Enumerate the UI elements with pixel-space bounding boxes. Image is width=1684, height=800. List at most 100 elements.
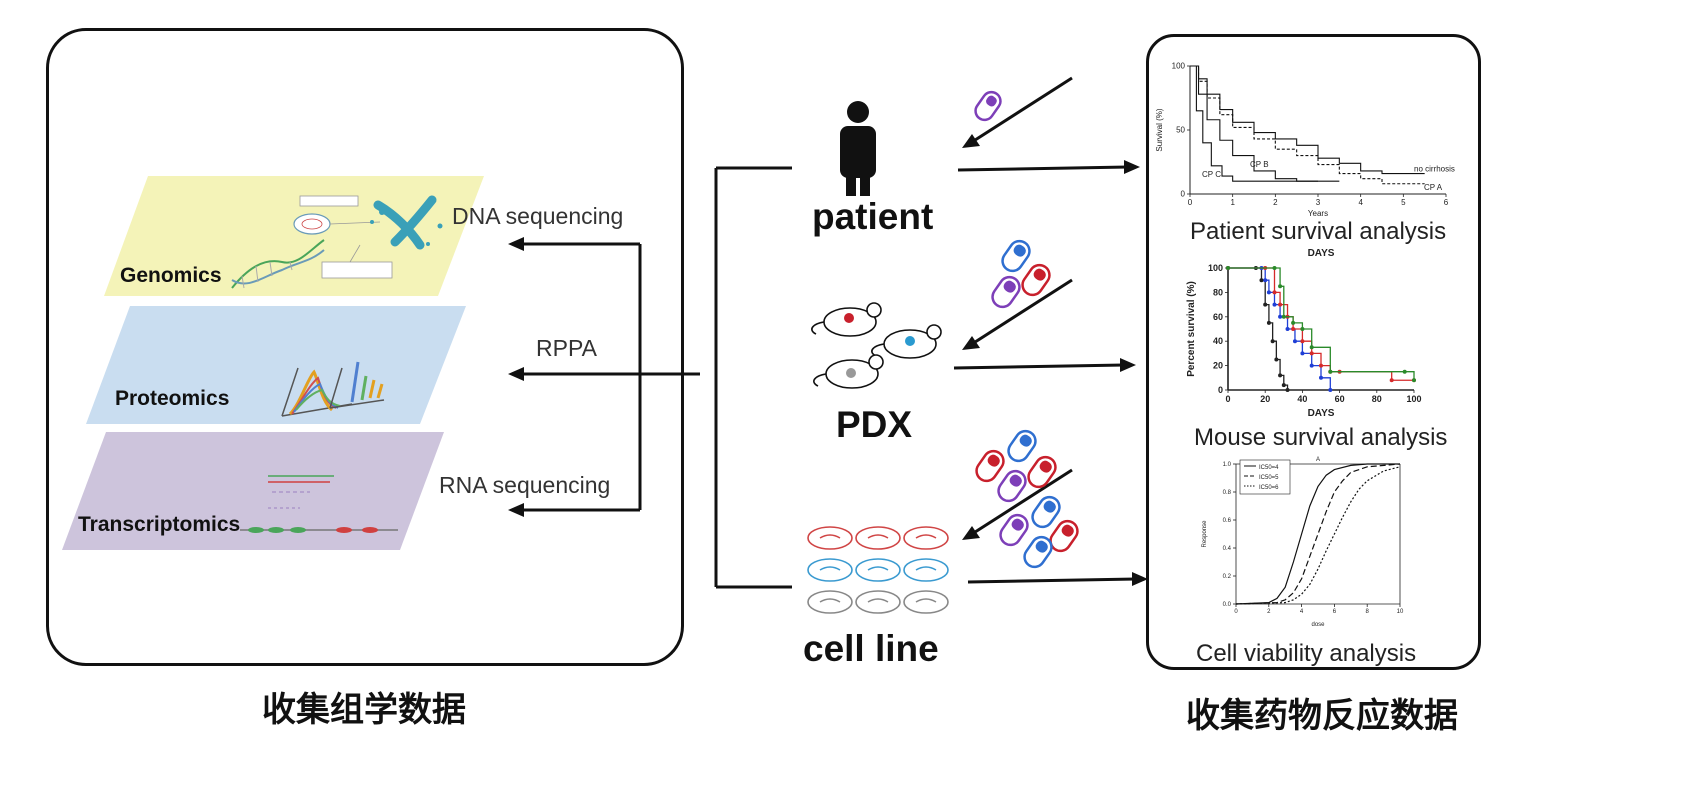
data-point: [1281, 383, 1286, 388]
omics-layers-graphic: [62, 176, 700, 550]
y-tick-label: 0.6: [1223, 518, 1232, 524]
data-point: [1319, 363, 1323, 368]
drug-pills: [974, 90, 1079, 569]
series-label: CP B: [1250, 160, 1269, 169]
mouse-icons: [811, 302, 942, 389]
x-tick-label: 80: [1372, 394, 1382, 404]
series-line: [1190, 65, 1425, 185]
data-point: [1285, 388, 1290, 392]
x-tick-label: 100: [1406, 394, 1421, 404]
series-label: no cirrhosis: [1414, 165, 1455, 174]
cell-culture-dishes: [807, 526, 949, 614]
cell-viability-title: Cell viability analysis: [1196, 640, 1417, 667]
data-point: [1259, 278, 1264, 283]
x-tick-label: 6: [1333, 609, 1337, 615]
chart-title: DAYS: [1308, 248, 1335, 259]
y-axis-label: Survival (%): [1155, 108, 1164, 151]
x-tick-label: 0: [1188, 198, 1193, 207]
series-line: [1190, 65, 1318, 182]
arrowhead-genomics: [508, 237, 524, 251]
legend-label: IC50=4: [1259, 465, 1279, 471]
data-point: [1278, 314, 1283, 319]
y-tick-label: 0.4: [1223, 546, 1232, 552]
y-axis-label: Percent survival (%): [1186, 281, 1197, 377]
omics-panel: [46, 28, 684, 666]
x-tick-label: 60: [1335, 394, 1345, 404]
rna-sequencing-label: RNA sequencing: [439, 472, 611, 498]
proteomics-label: Proteomics: [115, 387, 230, 410]
cell-line-label: cell line: [803, 628, 939, 669]
x-tick-label: 10: [1397, 609, 1404, 615]
arrowhead-transcriptomics: [508, 503, 524, 517]
y-tick-label: 100: [1172, 62, 1186, 71]
x-tick-label: 2: [1267, 609, 1271, 615]
data-point: [1263, 278, 1268, 283]
x-tick-label: 4: [1358, 198, 1363, 207]
mouse-survival-title: Mouse survival analysis: [1194, 424, 1448, 451]
chart-title: A: [1316, 457, 1320, 463]
arrowhead-proteomics: [508, 367, 524, 381]
dna-chromosome-illustration: [231, 195, 443, 289]
data-point: [1278, 284, 1283, 289]
x-tick-label: 20: [1260, 394, 1270, 404]
data-point: [1278, 302, 1283, 307]
genomics-label: Genomics: [120, 264, 222, 287]
data-point: [1309, 351, 1314, 356]
x-tick-label: 6: [1444, 198, 1449, 207]
patient-icon: [840, 101, 876, 196]
series-label: CP C: [1202, 170, 1221, 179]
y-tick-label: 0: [1218, 385, 1223, 395]
data-point: [1272, 266, 1277, 270]
data-point: [1300, 339, 1305, 344]
data-point: [1389, 378, 1394, 383]
x-tick-label: 3: [1316, 198, 1321, 207]
data-point: [1270, 339, 1275, 344]
data-point: [1272, 302, 1277, 307]
series-line: [1228, 267, 1414, 381]
data-point: [1309, 363, 1314, 368]
pill-purple-1: [974, 90, 1002, 122]
x-axis-label: Years: [1308, 209, 1328, 218]
series-line: [1235, 466, 1401, 605]
x-tick-label: 5: [1401, 198, 1406, 207]
drug-response-panel: [1146, 34, 1481, 670]
data-point: [1266, 290, 1271, 295]
series-label: CP A: [1424, 183, 1443, 192]
x-axis-label: DAYS: [1308, 408, 1335, 419]
data-point: [1328, 369, 1333, 374]
transcript-illustration: [240, 475, 398, 533]
x-tick-label: 0: [1234, 609, 1238, 615]
y-tick-label: 1.0: [1223, 462, 1232, 468]
y-tick-label: 60: [1213, 312, 1223, 322]
data-point: [1266, 320, 1271, 325]
data-point: [1292, 339, 1297, 344]
series-line: [1190, 65, 1425, 175]
sources-graphic: [714, 76, 1148, 614]
x-tick-label: 4: [1300, 609, 1304, 615]
x-axis-label: dose: [1311, 622, 1325, 628]
data-point: [1291, 327, 1296, 331]
data-point: [1328, 388, 1333, 392]
spectra-illustration: [281, 361, 385, 417]
data-point: [1300, 351, 1305, 356]
x-tick-label: 8: [1366, 609, 1370, 615]
y-tick-label: 0.2: [1223, 574, 1232, 580]
data-point: [1274, 357, 1279, 362]
y-axis-label: Response: [1202, 520, 1208, 548]
data-point: [1272, 290, 1277, 295]
x-tick-label: 2: [1273, 198, 1278, 207]
y-tick-label: 50: [1176, 126, 1185, 135]
data-point: [1309, 345, 1314, 350]
transcriptomics-label: Transcriptomics: [78, 513, 241, 536]
x-tick-label: 0: [1225, 394, 1230, 404]
series-line: [1190, 65, 1340, 182]
data-point: [1278, 373, 1283, 378]
series-line: [1235, 463, 1400, 605]
pdx-label: PDX: [836, 404, 913, 445]
y-tick-label: 20: [1213, 361, 1223, 371]
data-point: [1263, 302, 1268, 307]
rppa-label: RPPA: [536, 335, 597, 361]
